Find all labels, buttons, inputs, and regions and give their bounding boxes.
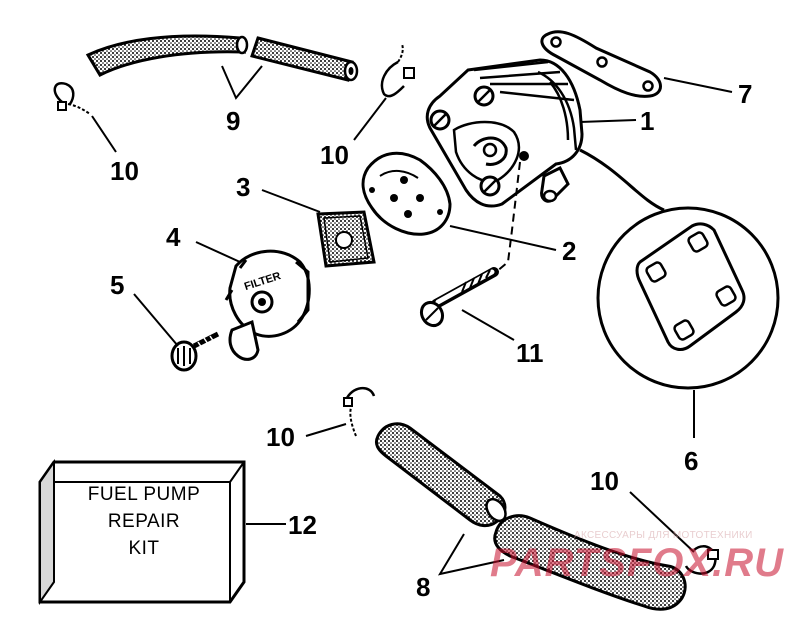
callout-10-top-left: 10	[110, 156, 139, 186]
callout-10-lower-right: 10	[590, 466, 619, 496]
repair-kit-box: FUEL PUMP REPAIR KIT	[38, 458, 246, 606]
leader-1	[579, 119, 637, 123]
leader-10-lower-center	[305, 423, 347, 437]
hose-clamp-top-left	[53, 81, 91, 115]
kit-label-line3: KIT	[128, 538, 159, 559]
callout-11: 11	[516, 338, 544, 368]
filter-element	[316, 210, 376, 268]
callout-4: 4	[166, 222, 181, 252]
callout-10-lower-center: 10	[266, 422, 295, 452]
leader-11	[461, 309, 515, 341]
leader-3	[261, 189, 321, 213]
callout-2: 2	[562, 236, 576, 266]
kit-label-line1: FUEL PUMP	[88, 484, 201, 505]
pump-mounting-screw	[419, 267, 499, 328]
leader-7	[663, 77, 733, 93]
callout-8: 8	[416, 572, 430, 602]
fuel-hose-upper-left	[85, 34, 249, 77]
gasket-detail-view	[596, 206, 780, 390]
callout-9: 9	[226, 106, 240, 136]
fuel-pump-body	[425, 58, 665, 212]
leader-2	[449, 225, 557, 251]
hose-clamp-lower-center	[343, 387, 376, 437]
fuel-hose-lower-left	[374, 422, 507, 528]
leader-10-top-left	[91, 115, 117, 153]
callout-12: 12	[288, 510, 317, 540]
leader-10-lower-right	[629, 491, 695, 553]
hose-clamp-lower-right	[684, 545, 719, 575]
leader-9	[221, 65, 263, 100]
callout-7: 7	[738, 79, 752, 109]
mounting-gasket	[540, 30, 662, 98]
fuel-hose-upper-right	[250, 36, 359, 82]
callout-5: 5	[110, 270, 124, 300]
kit-label-line2: REPAIR	[108, 511, 180, 532]
callout-1: 1	[640, 106, 654, 136]
hose-clamp-top-center	[380, 43, 415, 98]
site-watermark: АКСЕССУАРЫ ДЛЯ МОТОТЕХНИКИ PARTSFOX.RU	[490, 530, 784, 585]
leader-10-top-center	[353, 97, 387, 141]
leader-4	[195, 241, 241, 263]
watermark-brand: PARTSFOX.RU	[490, 541, 784, 585]
leader-8	[437, 533, 505, 576]
fuel-hose-lower-right	[493, 514, 687, 611]
callout-3: 3	[236, 172, 250, 202]
watermark-tagline: АКСЕССУАРЫ ДЛЯ МОТОТЕХНИКИ	[574, 530, 753, 541]
cover-screw	[170, 331, 220, 372]
callout-10-top-center: 10	[320, 140, 349, 170]
pump-diaphragm	[361, 151, 452, 236]
filter-cover: FILTER	[224, 249, 311, 361]
leader-5	[133, 293, 179, 347]
alignment-line	[495, 161, 521, 273]
callout-6: 6	[684, 446, 698, 476]
